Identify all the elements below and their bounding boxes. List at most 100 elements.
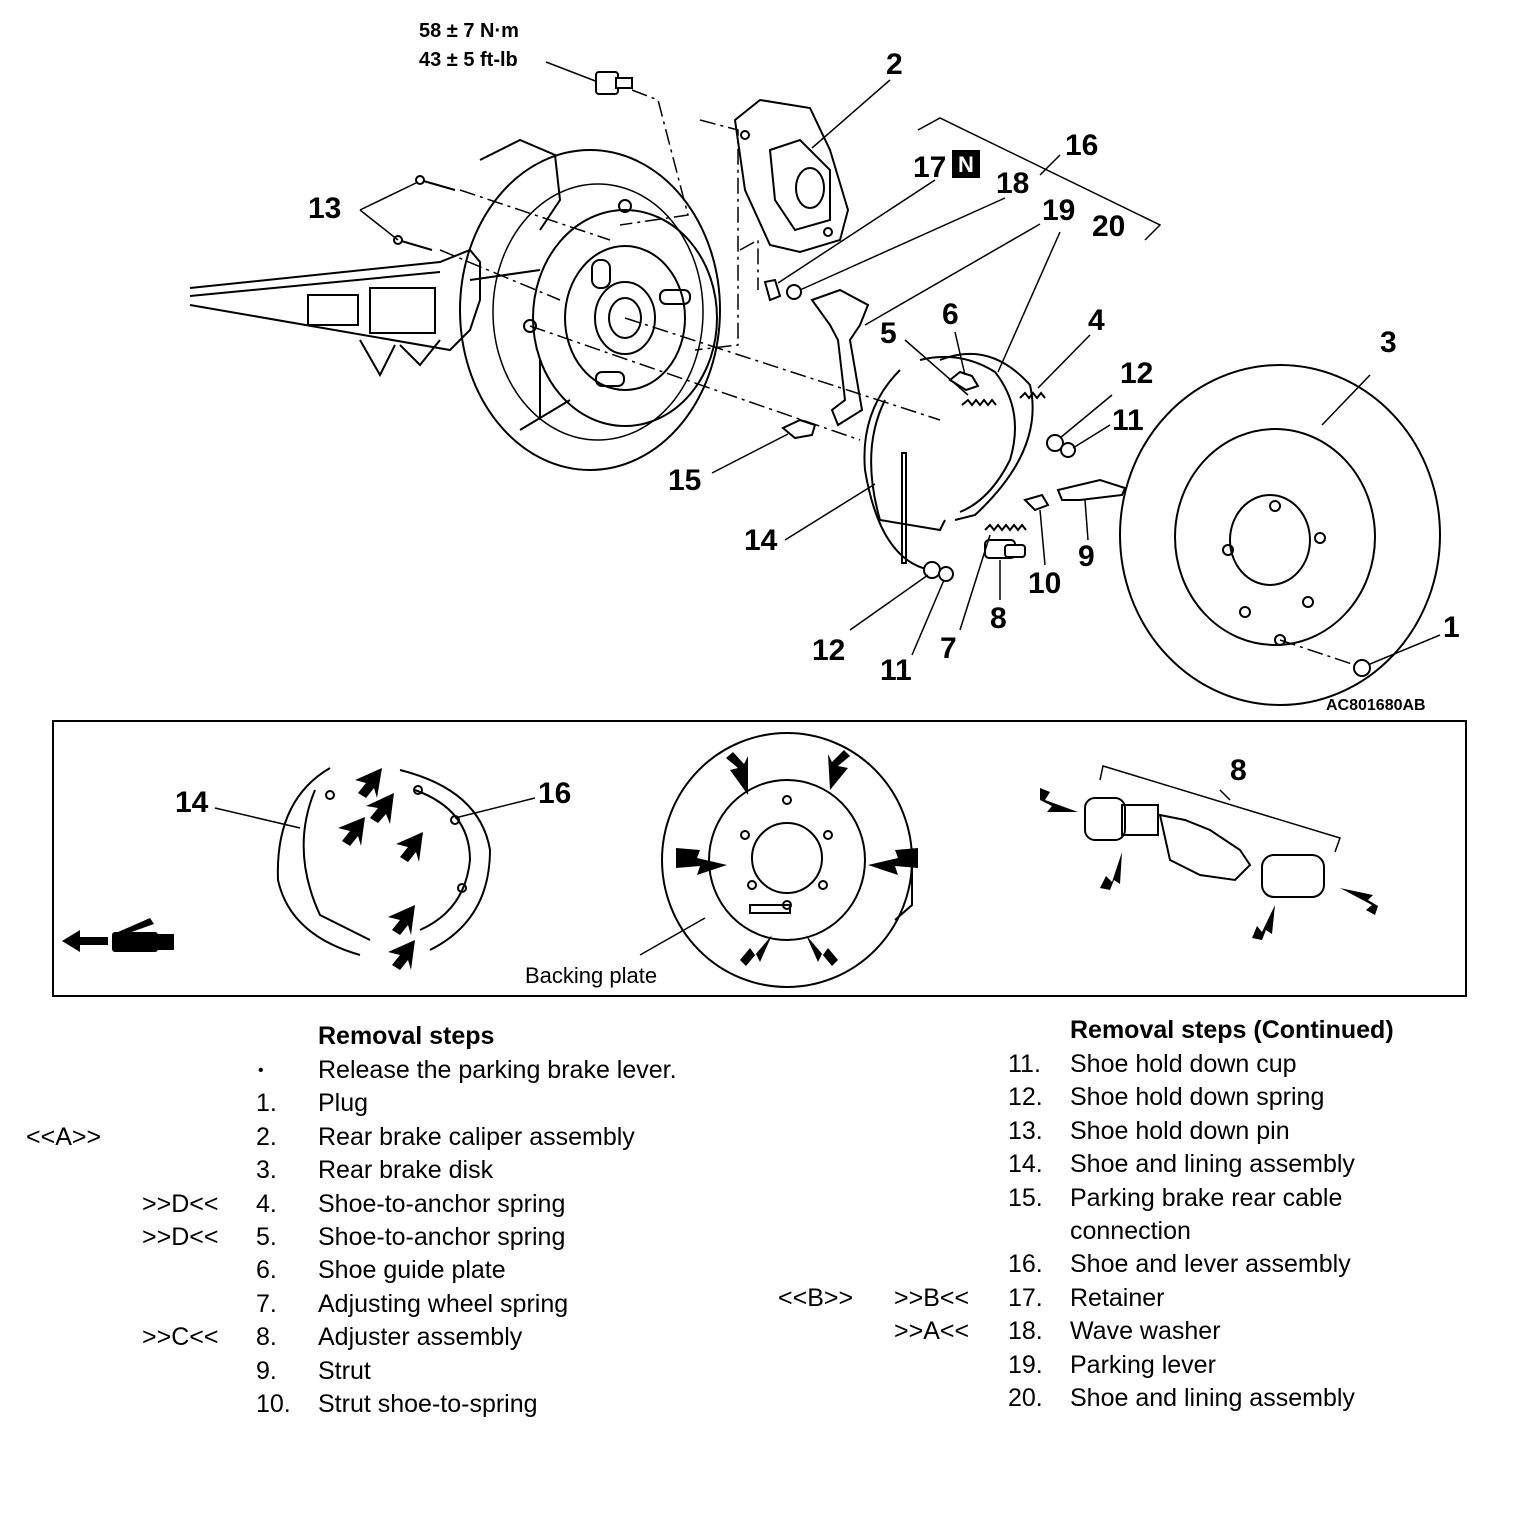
torque-spec-nm: 58 ± 7 N·m: [419, 20, 519, 42]
step-num-6: 5.: [256, 1223, 277, 1251]
step-num-3: 13.: [1008, 1116, 1043, 1145]
step-num-2: 1.: [256, 1089, 277, 1118]
detail-adjuster-assembly: [1084, 797, 1325, 898]
springs: [948, 370, 1046, 532]
callout-4: 4: [1088, 304, 1105, 337]
application-point-arrow-icon: [338, 750, 1378, 970]
step-num-5: 15.: [1008, 1183, 1043, 1212]
step-suffix-5: >>D<<: [142, 1189, 219, 1218]
removal-steps-right: Removal steps (Continued) 11. Shoe hold d…: [760, 1014, 1536, 1434]
step-text-9: Adjuster assembly: [318, 1323, 523, 1352]
step-num-9: 8.: [256, 1323, 277, 1352]
plug: [1353, 659, 1371, 677]
strut: [1056, 478, 1127, 501]
step-suffix-6: >>D<<: [142, 1223, 219, 1251]
step-text-5: Shoe-to-anchor spring: [318, 1189, 566, 1218]
step-num-5: 4.: [256, 1189, 277, 1218]
callout-2: 2: [886, 48, 903, 81]
brake-shoes: [863, 352, 1034, 571]
wave-washer: [786, 284, 802, 300]
brake-rotor: [1119, 364, 1441, 706]
callout-15: 15: [668, 464, 701, 497]
step-text-4: Rear brake disk: [318, 1156, 494, 1185]
removal-steps-header: Removal steps: [318, 1022, 495, 1050]
callout-11-top: 11: [1112, 404, 1144, 437]
step-num-9: 18.: [1008, 1317, 1043, 1346]
svg-text:N: N: [958, 152, 974, 177]
detail-callout-14: 14: [175, 786, 209, 819]
callout-19: 19: [1042, 194, 1075, 227]
step-text-6: Shoe-to-anchor spring: [318, 1223, 566, 1251]
step-num-10: 9.: [256, 1356, 277, 1385]
callout-17: 17: [913, 151, 946, 184]
step-prefix-8: <<B>>: [778, 1283, 854, 1312]
detail-panel: [52, 720, 1467, 997]
removal-steps-left: Removal steps • Release the parking brake…: [0, 1020, 760, 1420]
step-num-8: 7.: [256, 1289, 277, 1318]
step-text-3: Rear brake caliper assembly: [318, 1122, 635, 1151]
step-text-5: Parking brake rear cable: [1070, 1183, 1343, 1212]
step-num-4: 14.: [1008, 1150, 1043, 1179]
exploded-brake-diagram: 58 ± 7 N·m 43 ± 5 ft-lb: [52, 20, 1467, 997]
callout-7: 7: [940, 632, 957, 665]
grease-gun-icon: [62, 918, 174, 952]
callout-1: 1: [1443, 611, 1460, 644]
adjuster: [984, 539, 1026, 559]
callout-20: 20: [1092, 210, 1125, 243]
callout-6: 6: [942, 298, 959, 331]
step-text-2: Plug: [318, 1089, 369, 1118]
callout-10: 10: [1028, 567, 1061, 600]
new-part-badge: [952, 150, 980, 178]
step-suffix-9: >>C<<: [142, 1323, 219, 1352]
trailing-arm: [189, 138, 562, 378]
step-text-8: Retainer: [1070, 1283, 1165, 1312]
step-suffix-8: >>B<<: [894, 1283, 970, 1312]
step-num-7: 16.: [1008, 1250, 1043, 1279]
step-num-10: 19.: [1008, 1350, 1043, 1379]
callout-12-bottom: 12: [812, 634, 845, 667]
hold-down-parts: [923, 434, 1076, 582]
step-num-11: 20.: [1008, 1384, 1043, 1412]
parking-lever: [810, 288, 870, 427]
removal-steps-continued-header: Removal steps (Continued): [1070, 1016, 1394, 1044]
step-text-1: Release the parking brake lever.: [318, 1056, 677, 1084]
hub-assembly: [523, 199, 718, 427]
step-num-8: 17.: [1008, 1283, 1043, 1312]
step-text-3: Shoe hold down pin: [1070, 1116, 1290, 1145]
step-num-1: •: [258, 1062, 264, 1079]
step-text-10: Strut: [318, 1356, 371, 1385]
step-text-11: Shoe and lining assembly: [1070, 1384, 1355, 1412]
callout-16: 16: [1065, 129, 1098, 162]
cable-connection: [781, 418, 817, 440]
callout-18: 18: [996, 167, 1029, 200]
step-num-11: 10.: [256, 1390, 291, 1418]
callout-12-top: 12: [1120, 357, 1153, 390]
callout-8: 8: [990, 602, 1007, 635]
step-text-2: Shoe hold down spring: [1070, 1083, 1325, 1112]
step-text-4: Shoe and lining assembly: [1070, 1150, 1355, 1179]
callout-5: 5: [880, 317, 897, 350]
strut-spring: [1023, 493, 1050, 512]
step-text-11: Strut shoe-to-spring: [318, 1390, 538, 1418]
detail-shoe-assembly: [276, 767, 492, 956]
step-num-1: 11.: [1008, 1050, 1041, 1078]
detail-callout-16: 16: [538, 777, 571, 810]
callout-13: 13: [308, 192, 341, 225]
step-num-7: 6.: [256, 1256, 277, 1285]
step-num-3: 2.: [256, 1122, 277, 1151]
backing-plate: [459, 149, 721, 471]
torque-spec-ftlb: 43 ± 5 ft-lb: [419, 49, 518, 71]
step-text-8: Adjusting wheel spring: [318, 1289, 569, 1318]
step-text-10: Parking lever: [1070, 1350, 1216, 1379]
step-num-2: 12.: [1008, 1083, 1043, 1112]
step-text-1: Shoe hold down cup: [1070, 1050, 1297, 1078]
callout-9: 9: [1078, 540, 1095, 573]
step-suffix-9: >>A<<: [894, 1317, 970, 1346]
hold-down-pins: [393, 175, 456, 251]
callout-14: 14: [744, 524, 778, 557]
step-text-7: Shoe guide plate: [318, 1256, 506, 1285]
step-text-6: connection: [1070, 1217, 1191, 1245]
caliper-bolt: [595, 71, 633, 95]
callout-3: 3: [1380, 326, 1397, 359]
step-num-4: 3.: [256, 1156, 277, 1185]
